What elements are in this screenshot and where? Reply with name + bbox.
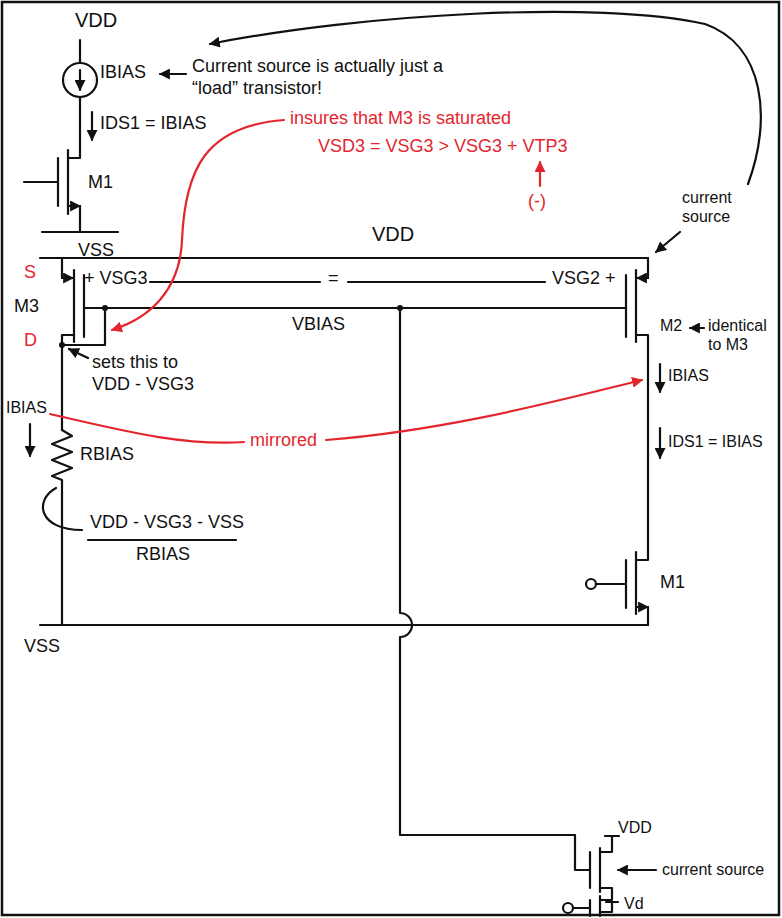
junction-dot <box>59 342 65 348</box>
part-name: M1 <box>88 172 113 194</box>
bracket-pointer <box>43 488 82 530</box>
transistor-channel <box>67 150 69 214</box>
transistor-channel <box>73 270 75 342</box>
transistor-channel <box>599 848 601 892</box>
pointer-arrow <box>69 349 88 358</box>
part-name: RBIAS <box>80 444 134 466</box>
transistor-channel <box>635 552 637 614</box>
gate-wire <box>24 181 58 183</box>
pointer-arrow <box>160 73 186 75</box>
input-terminal <box>586 579 596 589</box>
note-text: insures that M3 is saturated <box>290 108 511 130</box>
pointer-arrow <box>618 869 656 871</box>
voltage-label: VSG2 + <box>552 268 616 290</box>
pointer-arrow <box>690 327 704 329</box>
wire <box>636 335 648 560</box>
transistor-gate <box>625 275 627 337</box>
junction-dot <box>397 305 403 311</box>
current-arrow <box>659 364 661 392</box>
source-arrow <box>637 277 648 279</box>
wire <box>79 40 81 63</box>
supply-rail <box>42 231 118 233</box>
supply-label: VDD <box>75 8 117 32</box>
source-arrow <box>62 277 73 279</box>
equation-text: VSD3 = VSG3 > VSG3 + VTP3 <box>318 136 568 158</box>
gate-wire <box>597 583 626 585</box>
junction-dots <box>59 305 403 348</box>
wire <box>647 607 649 625</box>
equals-sign: = <box>328 268 339 290</box>
signal-name: VBIAS <box>292 314 345 336</box>
fraction-bar <box>88 539 236 541</box>
wire <box>647 258 649 278</box>
supply-label: VDD <box>372 222 414 246</box>
leader-line <box>112 120 284 330</box>
supply-rail <box>40 257 648 259</box>
current-arrow <box>659 428 661 458</box>
current-label: IBIAS <box>100 62 146 84</box>
pointer-arrow <box>539 162 541 186</box>
leader-line <box>326 380 642 440</box>
wire <box>61 258 63 278</box>
note-text: current source <box>682 188 770 226</box>
terminal-name: D <box>24 330 37 352</box>
input-terminal <box>563 903 573 913</box>
source-arrow <box>636 606 648 608</box>
wire <box>600 836 619 852</box>
supply-rail <box>40 624 648 626</box>
current-label: IDS1 = IBIAS <box>100 113 207 135</box>
note-text: Current source is actually just a “load”… <box>192 56 454 99</box>
dash-line <box>150 281 320 283</box>
current-label: IDS1 = IBIAS <box>668 432 763 451</box>
leader-line <box>50 414 244 443</box>
note-text: identical to M3 <box>708 316 778 354</box>
current-label: IBIAS <box>6 398 47 417</box>
curved-pointer-arrow <box>210 12 761 184</box>
source-arrow <box>68 205 80 207</box>
red-ink <box>50 120 642 443</box>
sign-note: (-) <box>528 191 546 213</box>
voltage-label: + VSG3 <box>84 268 148 290</box>
fraction-numerator: VDD - VSG3 - VSS <box>90 512 244 534</box>
transistor-gate <box>589 852 591 888</box>
terminal-name: S <box>24 262 36 284</box>
note-text: current source <box>662 860 764 879</box>
part-name: M2 <box>660 316 682 335</box>
supply-label: VSS <box>78 240 114 262</box>
current-arrow <box>29 424 31 456</box>
current-label: IBIAS <box>668 366 709 385</box>
bias-wire <box>400 308 590 870</box>
current-arrow <box>79 70 81 90</box>
supply-label: VDD <box>618 818 652 837</box>
supply-label: VSS <box>24 636 60 658</box>
wire <box>79 206 81 232</box>
note-text: sets this to VDD - VSG3 <box>92 352 212 395</box>
black-ink <box>24 12 761 916</box>
part-name: M1 <box>660 572 685 594</box>
wire <box>68 97 80 158</box>
gate-drain-short <box>62 308 105 345</box>
transistor-channel <box>635 270 637 342</box>
wire <box>600 888 612 900</box>
current-arrow <box>91 112 93 140</box>
junction-dot <box>102 305 108 311</box>
dash-line <box>348 281 545 283</box>
gate-wire <box>84 307 626 309</box>
supply-label: Vd <box>624 894 644 913</box>
note-text: mirrored <box>250 430 317 452</box>
wire <box>600 902 618 912</box>
gate-wire <box>574 907 590 909</box>
part-name: M3 <box>14 296 39 318</box>
fraction-denominator: RBIAS <box>136 544 190 566</box>
current-source-symbol <box>63 63 97 97</box>
pointer-arrow <box>656 232 680 252</box>
